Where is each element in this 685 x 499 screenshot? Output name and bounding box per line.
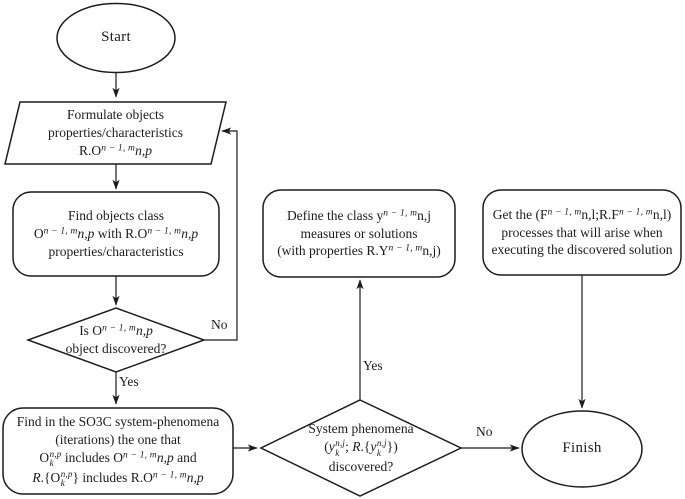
get-processes-shape [482,189,682,276]
finish-shape [521,410,643,488]
find-class-shape [12,191,220,277]
edge-decision1-no-loop [204,127,238,341]
formulate-shape [4,101,227,165]
start-shape [56,2,176,74]
system-phenomena-shape [259,399,463,497]
define-class-shape [262,189,456,278]
object-discovered-shape [25,307,207,373]
find-so3c-shape [2,407,234,495]
